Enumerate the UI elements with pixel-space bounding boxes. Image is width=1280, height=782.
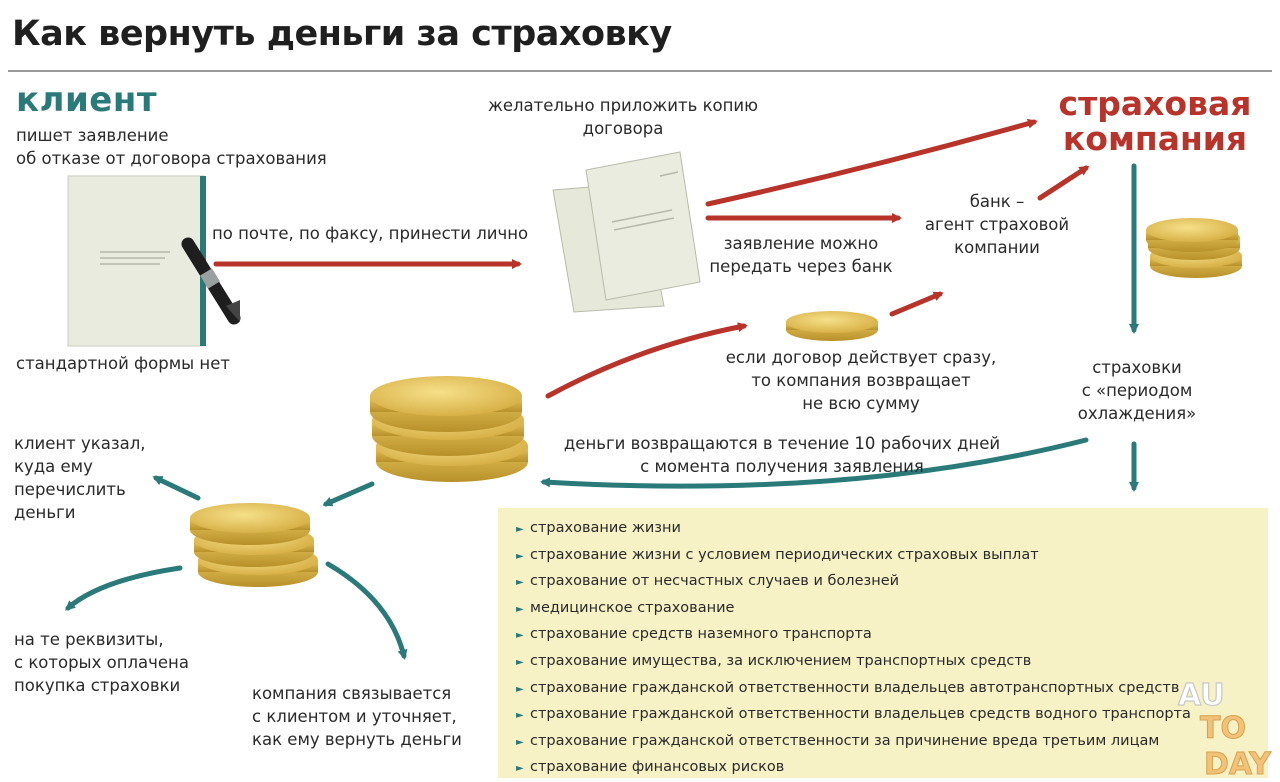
arrow-to-same-details (64, 565, 183, 611)
option-same-details-line2: с которых оплачена (14, 653, 189, 672)
bullet-icon: ► (516, 656, 524, 668)
client-writes-line1: пишет заявление (16, 126, 169, 145)
partial-refund-line1: если договор действует сразу, (725, 348, 997, 367)
title-divider (8, 70, 1272, 72)
client-writes-line2: об отказе от договора страхования (16, 149, 327, 168)
list-item: ►страхование средств наземного транспорт… (516, 622, 1191, 649)
refund-timing-line2: с момента получения заявления (640, 457, 924, 476)
delivery-methods-label: по почте, по факсу, принести лично (212, 224, 529, 243)
coin-stack-icon (190, 503, 318, 587)
bank-agent-line2: агент страховой (924, 215, 1070, 234)
list-item: ►медицинское страхование (516, 596, 1191, 623)
insurance-types-panel (498, 508, 1268, 778)
list-item: ►страхование финансовых рисков (516, 755, 1191, 782)
list-item: ►страхование гражданской ответственности… (516, 729, 1191, 756)
client-heading: клиент (16, 80, 158, 120)
page-title: Как вернуть деньги за страховку (12, 14, 672, 54)
arrow-to-partial-coin (545, 322, 748, 399)
attach-copy-line2: договора (582, 119, 664, 138)
bullet-icon: ► (516, 683, 524, 695)
coin-icon (786, 311, 878, 341)
option-specified-line2: куда ему (14, 457, 93, 476)
option-contact-line3: как ему вернуть деньги (252, 730, 462, 749)
bullet-icon: ► (516, 603, 524, 615)
option-specified-line1: клиент указал, (14, 434, 146, 453)
via-bank-line2: передать через банк (709, 257, 893, 276)
document-icon (67, 175, 206, 347)
pen-icon (181, 237, 241, 325)
arrow-to-contact (325, 561, 408, 660)
watermark-logo: AU TO DAY (1177, 677, 1272, 781)
insurance-types-list: ►страхование жизни ►страхование жизни с … (516, 516, 1191, 782)
insurance-company-line1: страховая (1058, 84, 1252, 123)
svg-text:DAY: DAY (1204, 747, 1272, 781)
option-same-details-line1: на те реквизиты, (14, 630, 164, 649)
option-contact-line2: с клиентом и уточняет, (252, 707, 457, 726)
bank-agent-line3: компании (954, 238, 1040, 257)
insurance-company-line2: компания (1062, 119, 1248, 158)
svg-text:TO: TO (1200, 711, 1246, 746)
bullet-icon: ► (516, 524, 524, 535)
list-item: ►страхование гражданской ответственности… (516, 702, 1191, 729)
via-bank-line1: заявление можно (723, 234, 879, 253)
arrow-refund-back (540, 437, 1089, 489)
bullet-icon: ► (516, 550, 524, 562)
cooling-period-line2: с «периодом (1081, 381, 1193, 400)
bullet-icon: ► (516, 710, 524, 722)
option-specified-line4: деньги (14, 503, 76, 522)
arrow-to-specified (152, 475, 201, 501)
svg-text:AU: AU (1178, 678, 1225, 713)
bank-agent-line1: банк – (969, 192, 1025, 211)
document-icon (552, 151, 701, 313)
coin-stack-icon (370, 376, 528, 482)
attach-copy-line1: желательно приложить копию (487, 96, 759, 115)
bullet-icon: ► (516, 577, 524, 589)
list-item: ►страхование имущества, за исключением т… (516, 649, 1191, 676)
partial-refund-line2: то компания возвращает (751, 371, 971, 390)
insurance-company-heading: страховая компания (1040, 86, 1270, 156)
bullet-icon: ► (516, 763, 524, 775)
option-specified-line3: перечислить (14, 480, 126, 499)
bullet-icon: ► (516, 630, 524, 642)
no-standard-form-label: стандартной формы нет (16, 354, 230, 373)
option-same-details-line3: покупка страховки (14, 676, 181, 695)
list-item: ►страхование жизни с условием периодичес… (516, 543, 1191, 570)
arrow-bank-to-company (1037, 165, 1090, 201)
refund-timing-line1: деньги возвращаются в течение 10 рабочих… (563, 434, 1001, 453)
list-item: ►страхование от несчастных случаев и бол… (516, 569, 1191, 596)
option-contact-line1: компания связывается (252, 684, 452, 703)
cooling-period-line3: охлаждения» (1077, 404, 1197, 423)
cooling-period-line1: страховки (1092, 358, 1182, 377)
arrow-to-company (705, 118, 1038, 207)
bullet-icon: ► (516, 736, 524, 748)
partial-refund-line3: не всю сумму (802, 394, 920, 413)
arrow-to-small-stack (322, 481, 375, 507)
list-item: ►страхование гражданской ответственности… (516, 676, 1191, 703)
coin-stack-icon (1146, 218, 1242, 278)
arrow-coin-to-bank (889, 291, 944, 317)
list-item: ►страхование жизни (516, 516, 1191, 543)
